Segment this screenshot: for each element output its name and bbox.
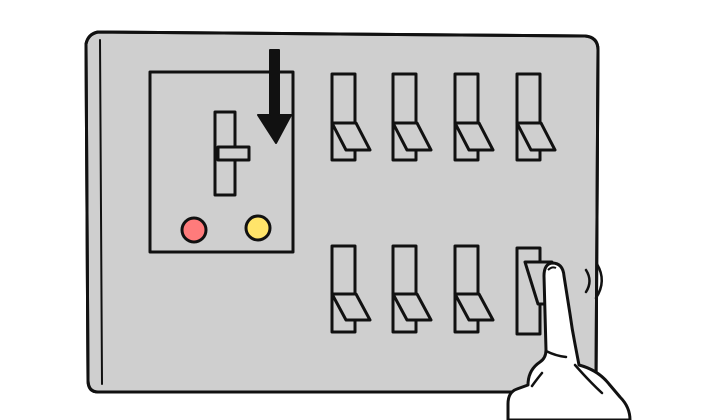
bottom-breaker-2[interactable]	[391, 244, 433, 334]
top-breaker-4-lever	[515, 121, 557, 152]
finger-crease	[544, 349, 568, 359]
bottom-breaker-2-lever	[391, 292, 433, 322]
hand-outline	[506, 261, 632, 420]
bottom-breaker-1-lever	[330, 292, 372, 322]
yellow-indicator	[244, 214, 272, 242]
pointing-hand	[506, 261, 632, 420]
top-breaker-1-lever	[330, 121, 372, 152]
top-breaker-2[interactable]	[391, 72, 433, 162]
top-breaker-2-lever	[391, 121, 433, 152]
bottom-breaker-1[interactable]	[330, 244, 372, 334]
main-breaker-box	[148, 70, 295, 254]
panel-inner-left	[99, 39, 103, 385]
bottom-breaker-3-lever	[453, 292, 495, 322]
top-row-breakers	[330, 72, 557, 162]
panel-highlight-left	[84, 42, 100, 394]
down-arrow-icon	[257, 49, 292, 144]
finger-tip-shadow	[547, 266, 557, 271]
main-breaker-lever[interactable]	[216, 145, 251, 162]
thumb-line	[573, 363, 604, 395]
bottom-breaker-3[interactable]	[453, 244, 495, 334]
bottom-row-breakers	[330, 244, 560, 336]
knuckle-line	[530, 371, 544, 388]
motion-marks	[584, 262, 603, 300]
motion-mark-2	[594, 262, 603, 300]
top-breaker-3-lever	[453, 121, 495, 152]
down-arrow	[257, 49, 292, 144]
top-breaker-1[interactable]	[330, 72, 372, 162]
panel-highlight-top	[84, 30, 600, 52]
red-indicator	[180, 216, 208, 244]
motion-mark-1	[584, 268, 591, 294]
top-breaker-3[interactable]	[453, 72, 495, 162]
top-breaker-4[interactable]	[515, 72, 557, 162]
